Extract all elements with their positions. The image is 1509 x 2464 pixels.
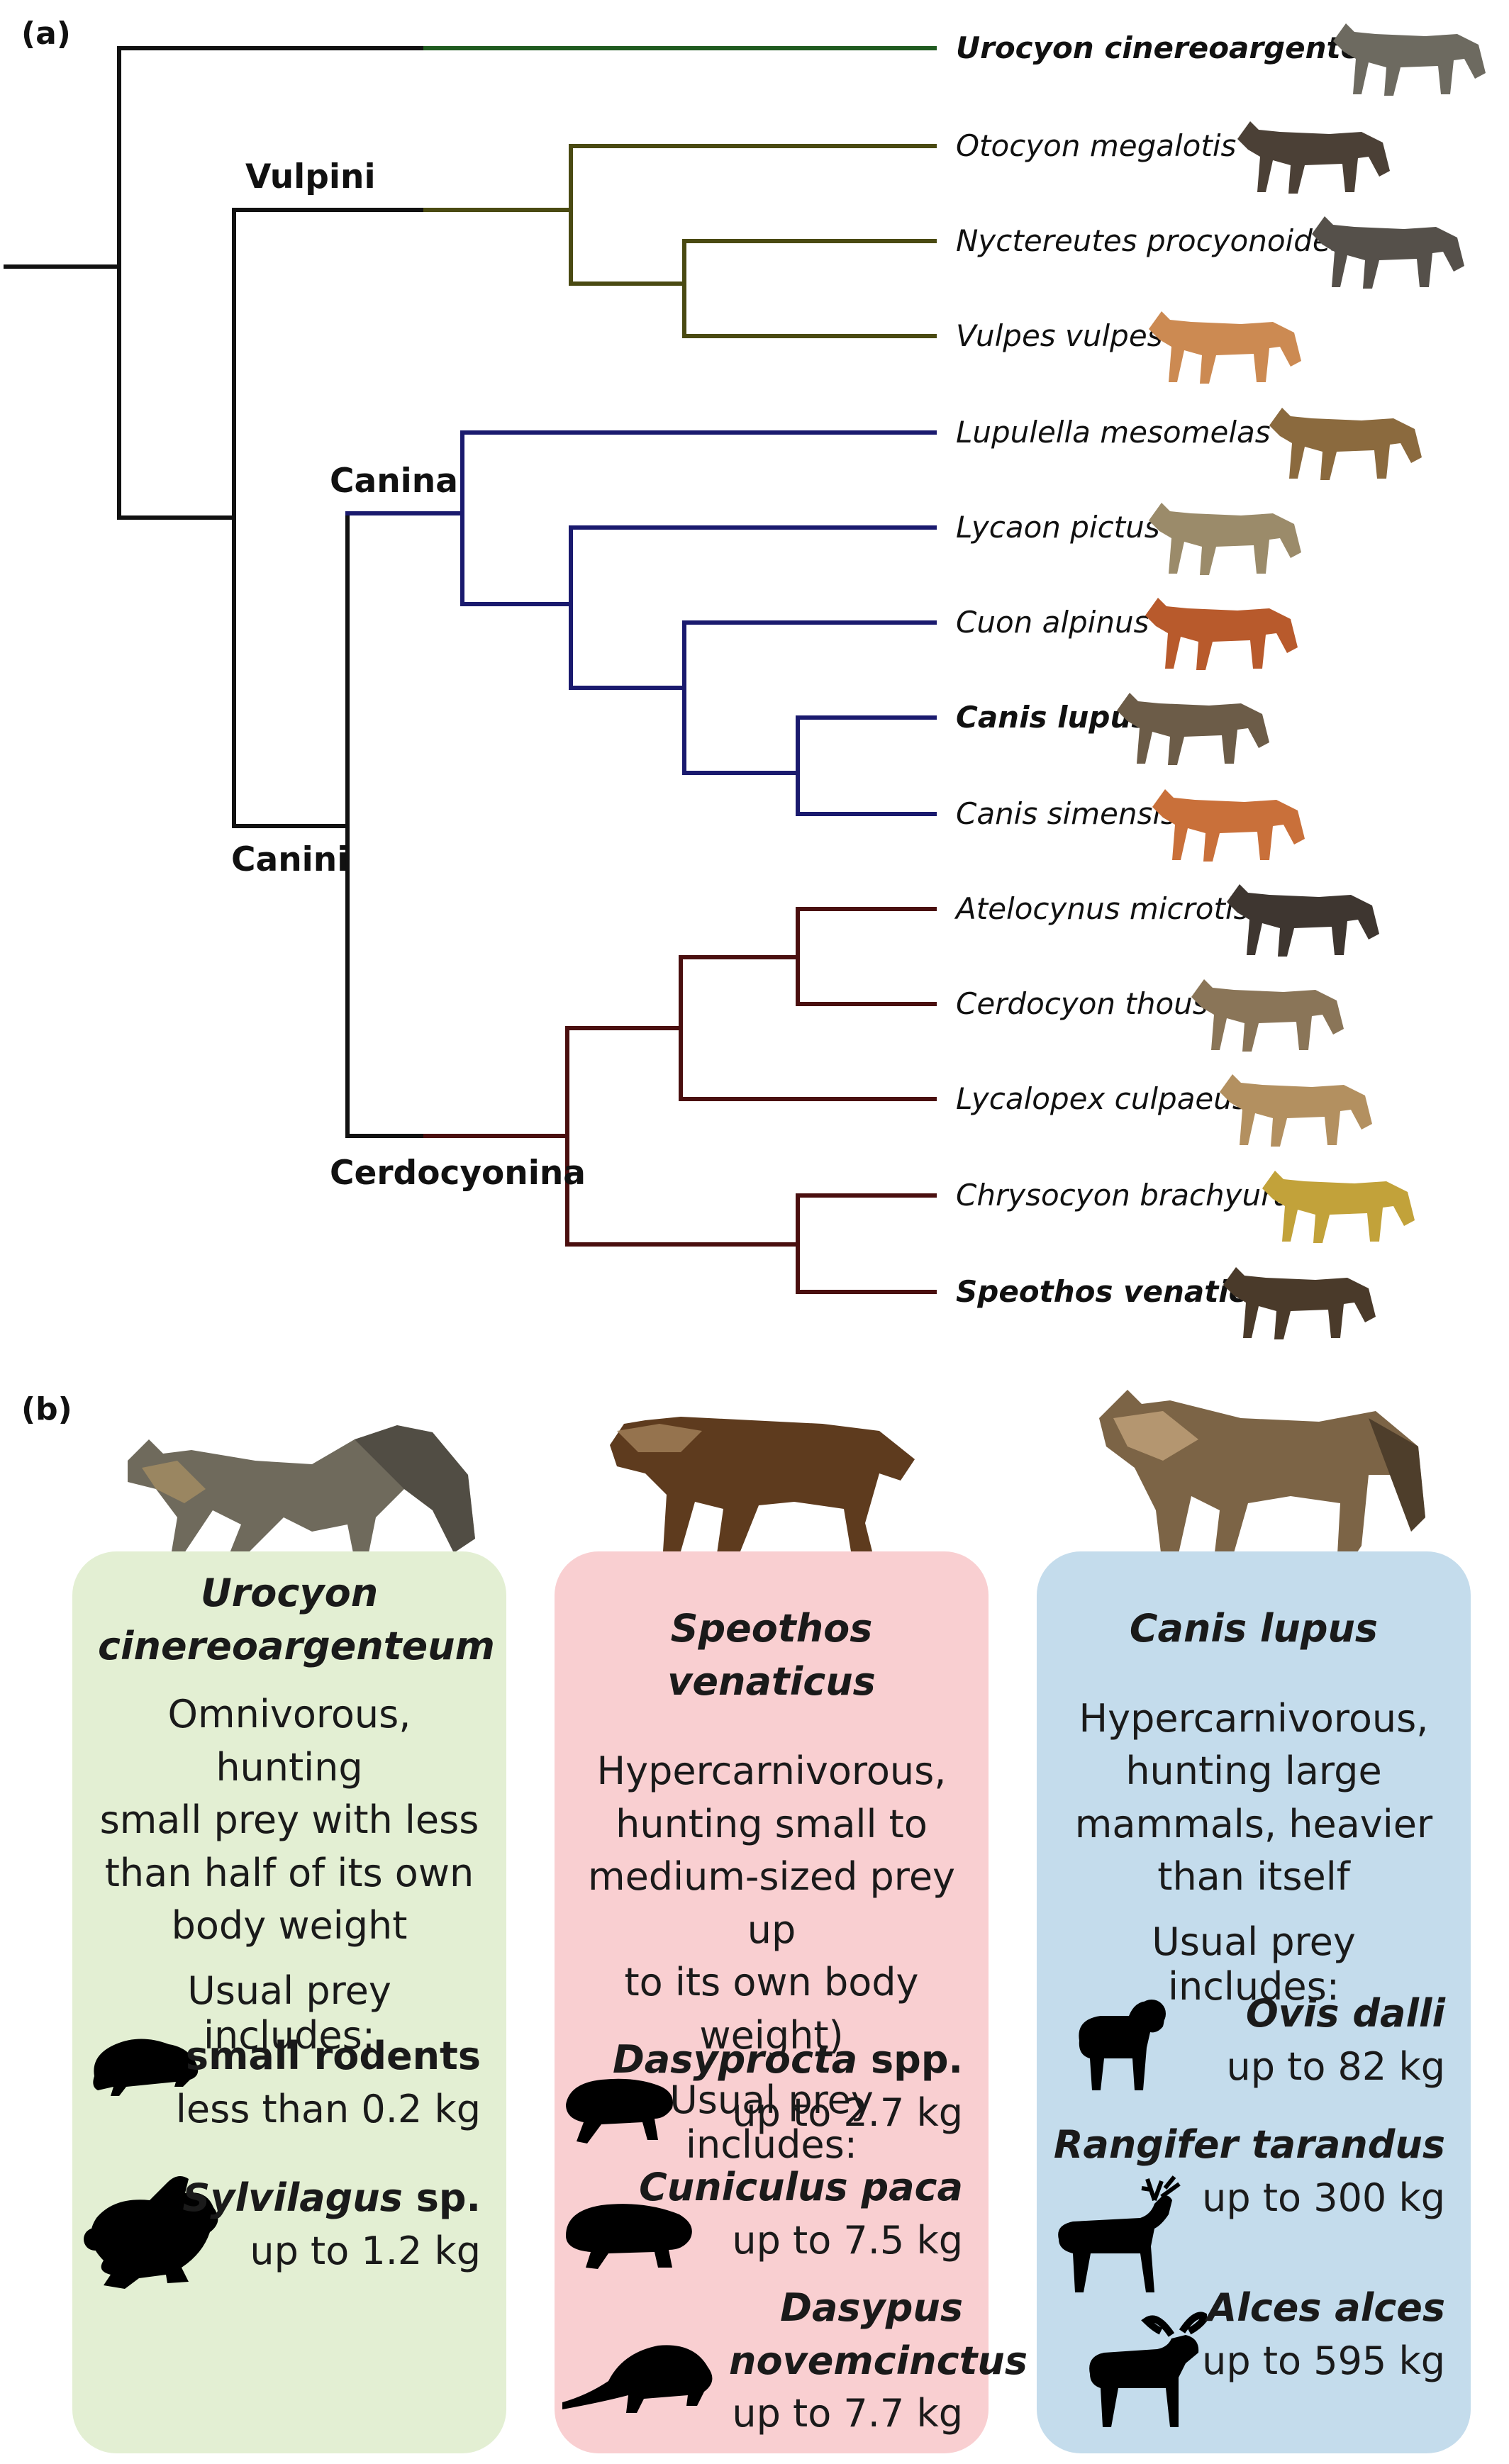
card-canis-species: Canis lupus: [1129, 1606, 1379, 1651]
prey-name: Alces alces: [1207, 2285, 1445, 2330]
prey-weight: up to 7.5 kg: [732, 2217, 963, 2263]
taxon-label: Atelocynus microtis: [954, 891, 1249, 926]
prey-weight: up to 2.7 kg: [732, 2090, 963, 2135]
taxon-label: Lupulella mesomelas: [956, 415, 1271, 450]
card-canis-description: Hypercarnivorous, hunting large mammals,…: [1062, 1693, 1445, 1904]
prey-weight: up to 1.2 kg: [250, 2228, 481, 2273]
prey-weight: less than 0.2 kg: [175, 2086, 481, 2131]
prey-name: Dasypus novemcinctus: [729, 2285, 1028, 2383]
prey-name: Ovis dalli: [1245, 1991, 1445, 2036]
clade-label-canini: Canini: [231, 840, 348, 879]
taxon-animal-illustration: [1237, 121, 1390, 194]
prey-item: Sylvilagus sp. up to 1.2 kg: [182, 2172, 481, 2278]
armadillo-silhouette-icon: [562, 2345, 713, 2413]
phylogenetic-tree: Vulpini Canina Canini Cerdocyonina Urocy…: [4, 23, 1486, 1339]
taxon-animal-illustration: [1152, 789, 1305, 862]
taxon-label: Cerdocyon thous: [956, 986, 1208, 1021]
clade-label-canina: Canina: [330, 462, 458, 501]
prey-item: Dasypus novemcinctus up to 7.7 kg: [729, 2282, 1028, 2441]
clade-label-vulpini: Vulpini: [245, 157, 376, 196]
paca-silhouette-icon: [566, 2204, 692, 2269]
prey-item: Cuniculus paca up to 7.5 kg: [639, 2161, 963, 2267]
taxon-label: Canis simensis: [956, 796, 1176, 831]
taxon-animal-illustration: [1149, 311, 1301, 384]
card-urocyon-species-line1: Urocyon: [200, 1571, 379, 1615]
desc-line: mammals, heavier: [1074, 1801, 1433, 1846]
taxon-animal-illustration: [1227, 884, 1379, 957]
taxon-animal-illustration: [1220, 1074, 1372, 1147]
prey-name: Dasyprocta spp.: [612, 2037, 963, 2082]
tree-animal-illustrations: [1117, 23, 1486, 1339]
prey-weight: up to 82 kg: [1226, 2044, 1445, 2089]
taxon-label: Vulpes vulpes: [956, 318, 1163, 353]
taxon-animal-illustration: [1333, 23, 1486, 96]
clade-label-cerdocyonina: Cerdocyonina: [330, 1154, 586, 1193]
panel-a-label: (a): [21, 16, 71, 52]
card-urocyon-usual-prey: Usual prey includes:: [187, 1968, 391, 2058]
taxon-animal-illustration: [1262, 1171, 1415, 1243]
prey-weight: up to 7.7 kg: [732, 2391, 963, 2436]
desc-line: to its own body weight): [624, 1960, 919, 2058]
desc-line: Hypercarnivorous,: [1079, 1695, 1429, 1741]
tree-branches: [4, 46, 937, 1294]
card-canis-usual-prey: Usual prey includes:: [1152, 1919, 1356, 2009]
prey-name: Sylvilagus sp.: [182, 2175, 481, 2220]
desc-line: Hypercarnivorous,: [596, 1749, 947, 1794]
prey-item: Ovis dalli up to 82 kg: [1227, 1988, 1445, 2093]
taxon-animal-illustration: [1269, 408, 1422, 480]
desc-line: body weight: [171, 1903, 408, 1949]
taxon-animal-illustration: [1117, 693, 1269, 765]
card-urocyon: Urocyon cinereoargenteum Omnivorous, hun…: [72, 1551, 506, 2453]
card-urocyon-description: Omnivorous, hunting small prey with less…: [98, 1688, 481, 1953]
rabbit-silhouette-icon: [84, 2176, 218, 2289]
card-speothos-description: Hypercarnivorous, hunting small to mediu…: [580, 1745, 963, 2062]
clade-labels: Vulpini Canina Canini Cerdocyonina: [231, 157, 586, 1193]
panel-b-label: (b): [21, 1391, 72, 1427]
prey-item: Dasyprocta spp. up to 2.7 kg: [613, 2034, 963, 2139]
desc-line: than half of its own: [104, 1850, 474, 1895]
taxon-label: Lycalopex culpaeus: [956, 1081, 1248, 1116]
card-speothos: Speothos venaticus Hypercarnivorous, hun…: [555, 1551, 1028, 2453]
taxon-label: Canis lupus: [956, 700, 1149, 735]
taxon-animal-illustration: [1149, 503, 1301, 575]
card-urocyon-species-line2: cinereoargenteum: [98, 1623, 495, 1668]
taxon-animal-illustration: [1145, 598, 1298, 670]
moose-silhouette-icon: [1089, 2312, 1207, 2427]
card-speothos-species: Speothos venaticus: [667, 1606, 876, 1704]
taxon-animal-illustration: [1312, 216, 1464, 289]
prey-weight: up to 300 kg: [1202, 2175, 1445, 2220]
card-canis-lupus: Canis lupus Hypercarnivorous, hunting la…: [1037, 1551, 1471, 2453]
desc-line: hunting large: [1125, 1749, 1382, 1794]
prey-item: Alces alces up to 595 kg: [1202, 2282, 1445, 2387]
card-speothos-usual-prey: Usual prey includes:: [669, 2078, 874, 2168]
desc-line: than itself: [1157, 1854, 1350, 1900]
speothos-illustration: [610, 1417, 915, 1559]
prey-name: Rangifer tarandus: [1053, 2122, 1445, 2167]
canis-lupus-illustration: [1099, 1390, 1425, 1571]
rodent-silhouette-icon: [93, 2039, 199, 2096]
reindeer-silhouette-icon: [1058, 2175, 1181, 2292]
desc-line: small prey with less: [99, 1797, 479, 1843]
desc-line: medium-sized prey up: [587, 1854, 956, 1952]
prey-item: Rangifer tarandus up to 300 kg: [1054, 2119, 1445, 2224]
prey-name: small rodents: [185, 2034, 481, 2078]
prey-item: small rodents less than 0.2 kg: [176, 2030, 481, 2136]
taxon-label: Cuon alpinus: [956, 605, 1149, 640]
urocyon-illustration: [128, 1425, 475, 1567]
taxon-label: Chrysocyon brachyurus: [956, 1178, 1308, 1213]
taxon-label: Nyctereutes procyonoides: [956, 223, 1347, 258]
taxon-animal-illustration: [1191, 979, 1344, 1052]
desc-line: hunting small to: [616, 1801, 928, 1846]
taxon-label: Urocyon cinereoargenteus: [956, 30, 1400, 65]
agouti-silhouette-icon: [566, 2078, 673, 2144]
taxon-label: Lycaon pictus: [956, 510, 1160, 545]
taxon-animal-illustration: [1223, 1267, 1376, 1339]
sheep-silhouette-icon: [1079, 2000, 1166, 2090]
prey-name: Cuniculus paca: [639, 2165, 963, 2209]
desc-line: Omnivorous, hunting: [167, 1692, 411, 1790]
prey-weight: up to 595 kg: [1202, 2338, 1445, 2383]
taxon-label: Otocyon megalotis: [956, 128, 1236, 163]
